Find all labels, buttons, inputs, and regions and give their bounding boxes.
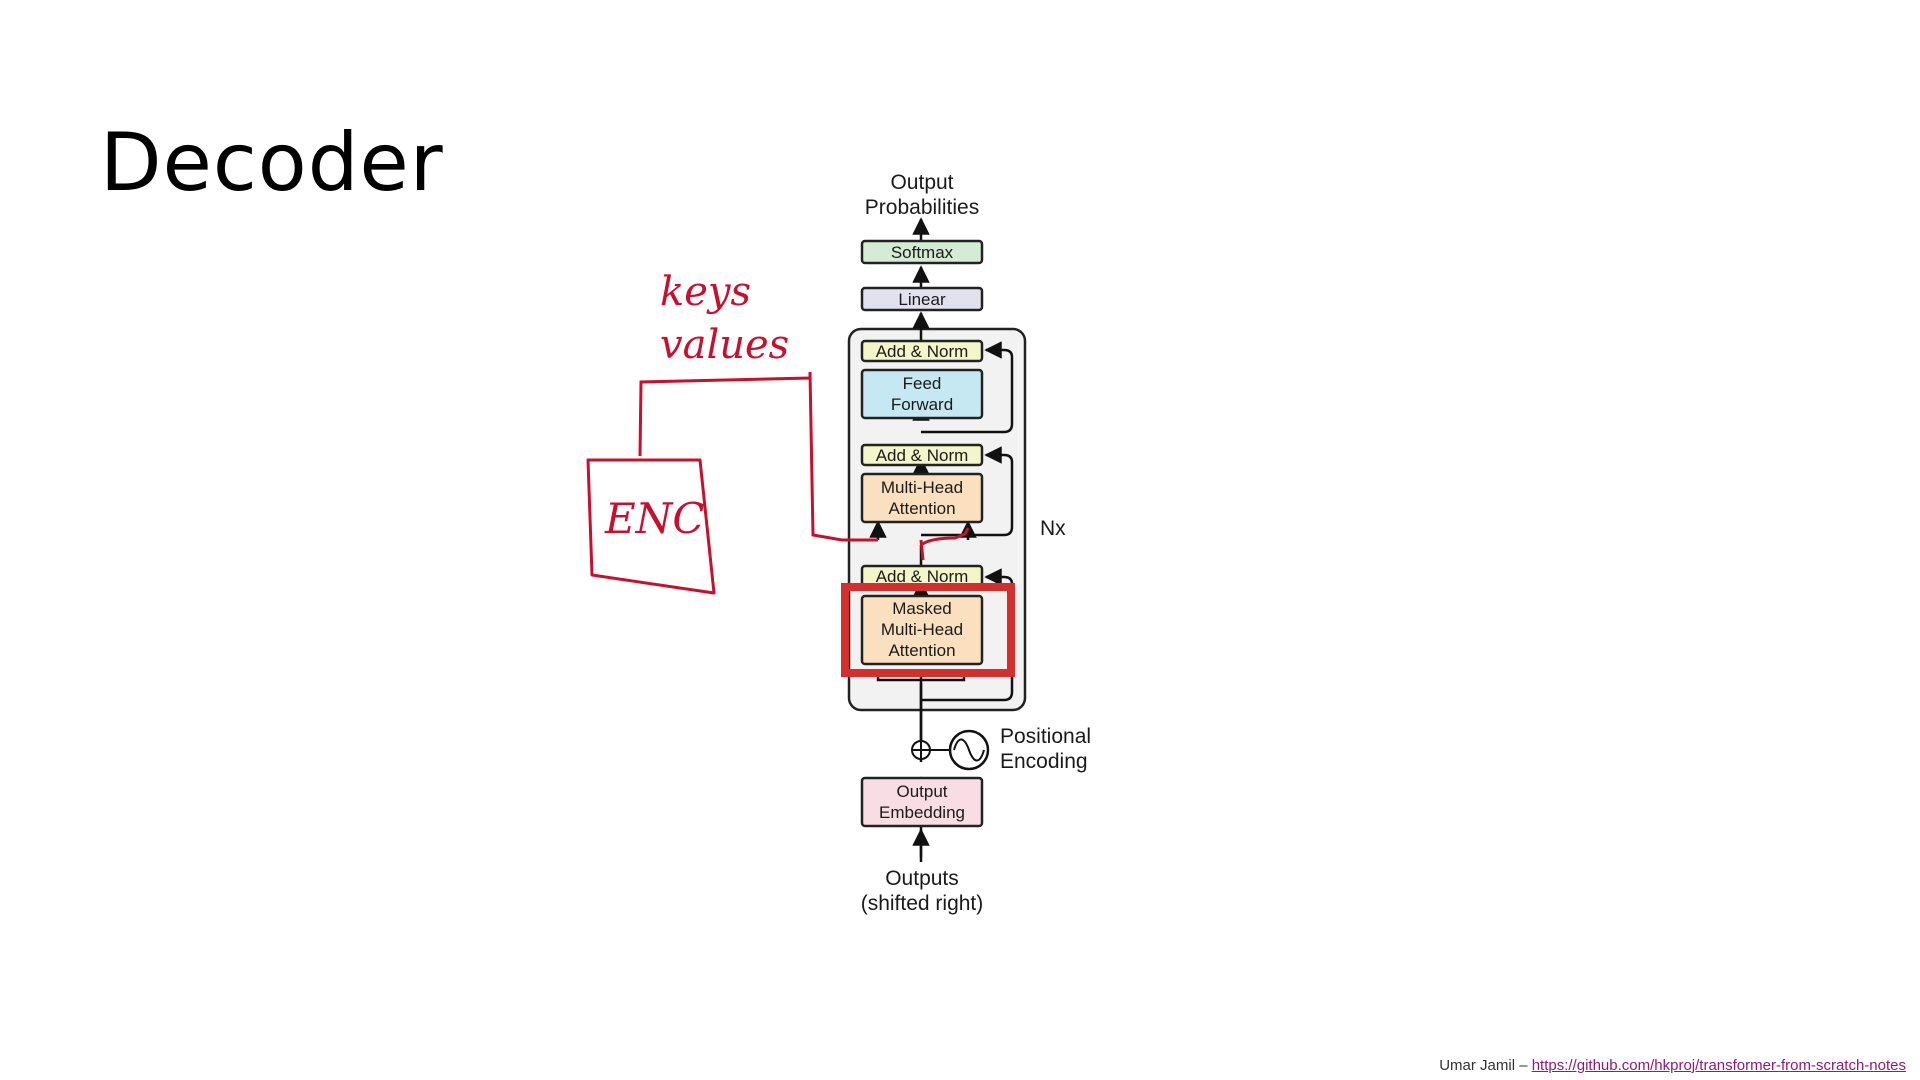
encoder-sketch-label: ENC [604, 494, 705, 543]
keys-annotation: keys [660, 269, 751, 315]
sine-wave-icon [953, 738, 985, 762]
masked-attention-highlight [841, 583, 1015, 677]
add-norm-label-1: Add & Norm [876, 342, 969, 361]
slide-title: Decoder [100, 116, 444, 209]
residual-connection [921, 446, 1014, 537]
output-embedding-box [860, 776, 984, 828]
residual-connection [921, 341, 1014, 434]
mha-label-2: Attention [888, 499, 955, 518]
feed-forward-box [860, 368, 984, 420]
outputs-label-1: Outputs [885, 867, 959, 890]
embedding-label-2: Embedding [879, 803, 965, 822]
output-probabilities-label-2: Probabilities [865, 196, 979, 219]
encoder-sketch-box [586, 458, 716, 595]
feed-forward-label-2: Forward [891, 395, 953, 414]
linear-label: Linear [898, 290, 946, 309]
values-annotation: values [660, 322, 789, 368]
footer-author: Umar Jamil – [1439, 1057, 1532, 1074]
footer-credit: Umar Jamil – https://github.com/hkproj/t… [1439, 1057, 1906, 1074]
footer-link[interactable]: https://github.com/hkproj/transformer-fr… [1531, 1057, 1906, 1074]
masked-label-1: Masked [892, 599, 952, 618]
decoder-to-attention-line [919, 527, 970, 561]
multi-head-attention-box [860, 472, 984, 524]
nx-label: Nx [1040, 517, 1066, 540]
add-norm-label-2: Add & Norm [876, 446, 969, 465]
linear-box [860, 286, 984, 312]
masked-label-2: Multi-Head [881, 620, 963, 639]
softmax-box [860, 239, 984, 265]
embedding-label-1: Output [896, 782, 947, 801]
output-probabilities-label-1: Output [890, 171, 953, 194]
add-norm-box-1 [860, 339, 984, 363]
encoder-to-attention-line [638, 371, 878, 542]
feed-forward-label-1: Feed [903, 374, 942, 393]
positional-label-1: Positional [1000, 725, 1091, 748]
mha-label-1: Multi-Head [881, 478, 963, 497]
softmax-label: Softmax [891, 243, 954, 262]
masked-attention-box [860, 594, 984, 666]
positional-label-2: Encoding [1000, 750, 1088, 773]
masked-label-3: Attention [888, 641, 955, 660]
add-norm-box-2 [860, 443, 984, 467]
outputs-label-2: (shifted right) [861, 892, 984, 915]
add-norm-label-3: Add & Norm [876, 567, 969, 586]
